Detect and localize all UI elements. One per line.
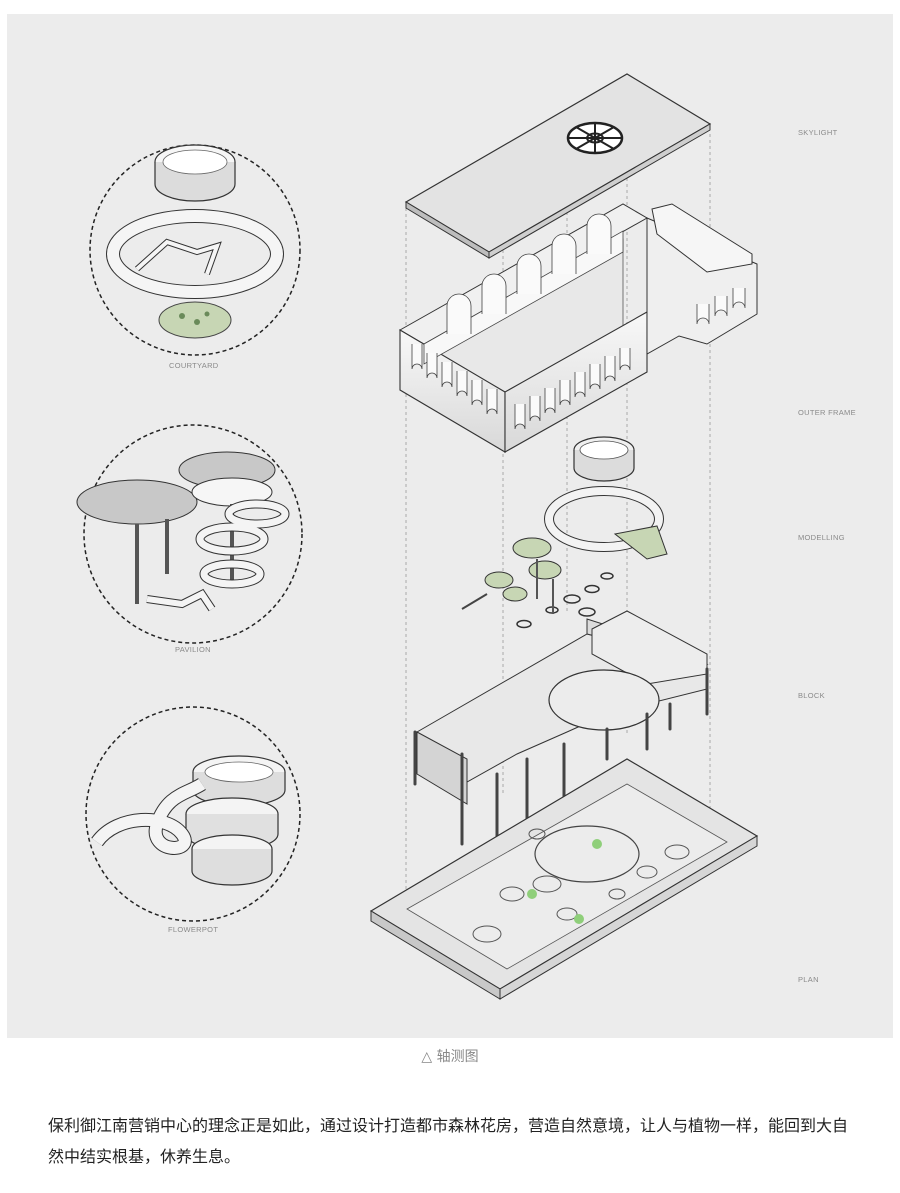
skylight-wheel-icon [566,121,624,155]
label-outer-frame: OUTER FRAME [798,408,856,417]
label-courtyard: COURTYARD [169,361,219,370]
label-block: BLOCK [798,691,825,700]
label-pavilion: PAVILION [175,645,211,654]
skylight-layer [404,73,712,259]
body-paragraph: 保利御江南营销中心的理念正是如此，通过设计打造都市森林花房，营造自然意境，让人与… [48,1116,849,1166]
label-plan: PLAN [798,975,819,984]
plan-layer [369,758,759,1000]
axonometric-figure: SKYLIGHT OUTER FRAME MODELLING BLOCK PLA… [7,14,893,1038]
label-skylight: SKYLIGHT [798,128,838,137]
flowerpot-detail [85,706,301,922]
outer-frame-layer [398,203,758,453]
courtyard-detail [89,144,301,356]
modelling-layer [461,436,668,629]
pavilion-detail [76,424,303,644]
figure-caption: △ 轴测图 [421,1049,479,1065]
label-flowerpot: FLOWERPOT [168,925,219,934]
label-modelling: MODELLING [798,533,845,542]
block-layer [413,610,709,846]
axonometric-drawing [76,73,759,1000]
